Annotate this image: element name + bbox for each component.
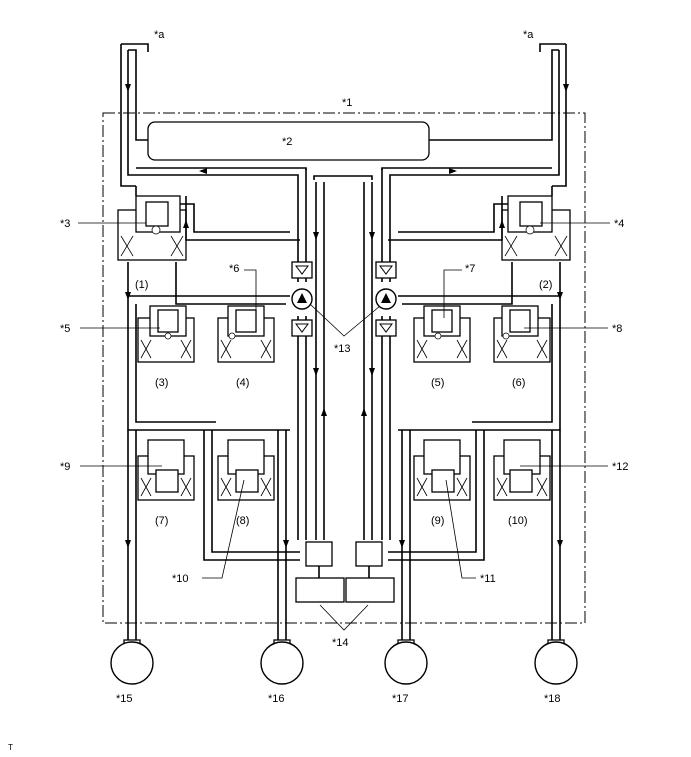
callout-16: *16 [268,693,285,705]
reservoir-right [345,541,395,603]
callout-17: *17 [392,693,409,705]
wheel-line-18 [551,430,561,640]
wheel-line-15 [127,430,137,640]
valve-label-3: (3) [155,377,168,389]
check-valve-left-lower [291,319,313,337]
callout-5: *5 [60,323,70,335]
callout-8: *8 [612,323,622,335]
wheel-cylinder-16 [260,639,304,685]
valve-3 [137,305,195,363]
valve-label-2: (2) [539,279,552,291]
valve-label-1: (1) [135,279,148,291]
wheel-cylinder-17 [384,639,428,685]
callout-7: *7 [465,263,475,275]
wheel-cylinder-15 [110,639,154,685]
valve-4 [217,305,275,363]
callout-3: *3 [60,218,70,230]
flow-arrows [125,84,569,548]
wheel-line-17 [401,430,411,640]
upper-manifold-right [398,262,561,297]
lower-return-left [203,430,300,561]
valve-label-4: (4) [236,377,249,389]
valve-10 [493,439,551,501]
reservoir-left [295,541,345,603]
callout-14: *14 [332,637,349,649]
valve-1 [117,186,300,261]
valve-label-8: (8) [236,515,249,527]
check-valve-right-upper [375,261,397,279]
valve-label-5: (5) [431,377,444,389]
callout-a-right: *a [523,29,534,41]
valve-label-6: (6) [512,377,525,389]
callout-11: *11 [480,573,496,585]
valve-6 [493,305,551,363]
valve-2 [388,186,571,261]
check-valve-left-upper [291,261,313,279]
valve-8 [217,439,275,501]
lower-return-right [388,430,485,561]
callout-10: *10 [172,573,189,585]
check-valve-right-lower [375,319,397,337]
leader-lines [78,222,610,631]
callout-15: *15 [116,693,133,705]
inlet-line-left [120,43,307,248]
callout-13: *13 [334,343,351,355]
corner-mark: T [8,743,13,752]
master-cylinder-block [147,121,430,161]
callout-1: *1 [342,97,352,109]
valve-label-7: (7) [155,515,168,527]
valve-label-10: (10) [508,515,528,527]
callout-18: *18 [544,693,561,705]
valve-label-9: (9) [431,515,444,527]
callout-4: *4 [614,218,624,230]
pump-right [375,288,397,310]
valve-5 [413,305,471,363]
center-t-line [313,175,373,180]
callout-6: *6 [229,263,239,275]
pump-left [291,288,313,310]
valve-9 [413,439,471,501]
callout-2: *2 [282,136,292,148]
valve-7 [137,439,195,501]
actuator-boundary [102,112,586,624]
callout-12: *12 [612,461,629,473]
wheel-line-16 [277,430,287,640]
wheel-cylinder-18 [534,639,578,685]
upper-manifold-left [127,262,290,297]
callout-a-left: *a [154,29,165,41]
callout-9: *9 [60,461,70,473]
